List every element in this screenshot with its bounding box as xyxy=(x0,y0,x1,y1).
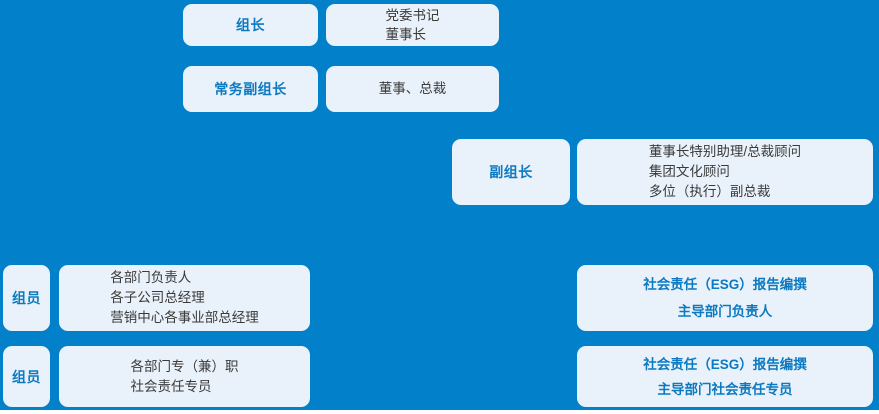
node-exec-deputy-role: 常务副组长 xyxy=(183,66,318,112)
node-member1-role-label: 组员 xyxy=(12,290,41,306)
esg1-line: 社会责任（ESG）报告编撰 xyxy=(643,277,807,292)
node-leader-desc: 党委书记 董事长 xyxy=(326,4,499,46)
deputy-desc-line: 多位（执行）副总裁 xyxy=(648,184,771,199)
node-member2-role-label: 组员 xyxy=(12,368,41,385)
leader-desc-line: 党委书记 xyxy=(385,8,440,23)
esg1-line: 主导部门负责人 xyxy=(677,304,773,319)
esg2-line: 社会责任（ESG）报告编撰 xyxy=(643,356,807,372)
node-deputy-role-label: 副组长 xyxy=(489,164,533,180)
member1-desc-line: 各子公司总经理 xyxy=(110,290,205,305)
node-esg-lead-dept-specialist: 社会责任（ESG）报告编撰 主导部门社会责任专员 xyxy=(577,346,873,407)
member1-desc-line: 各部门负责人 xyxy=(110,270,192,285)
deputy-desc-line: 董事长特别助理/总裁顾问 xyxy=(648,144,802,159)
exec-deputy-desc-line: 董事、总裁 xyxy=(378,81,447,96)
node-member2-desc: 各部门专（兼）职 社会责任专员 xyxy=(59,346,310,407)
node-member1-role: 组员 xyxy=(3,265,50,331)
node-member2-role: 组员 xyxy=(3,346,50,407)
node-leader-role: 组长 xyxy=(183,4,318,46)
node-exec-deputy-desc: 董事、总裁 xyxy=(326,66,499,112)
node-deputy-desc: 董事长特别助理/总裁顾问 集团文化顾问 多位（执行）副总裁 xyxy=(577,139,873,205)
esg2-line: 主导部门社会责任专员 xyxy=(657,381,793,397)
deputy-desc-line: 集团文化顾问 xyxy=(648,164,730,179)
member1-desc-line: 营销中心各事业部总经理 xyxy=(110,310,259,325)
leader-desc-line: 董事长 xyxy=(385,27,427,42)
node-deputy-role: 副组长 xyxy=(452,139,570,205)
member2-desc-line: 社会责任专员 xyxy=(130,378,212,394)
node-esg-lead-dept-head: 社会责任（ESG）报告编撰 主导部门负责人 xyxy=(577,265,873,331)
member2-desc-line: 各部门专（兼）职 xyxy=(130,358,239,374)
node-leader-role-label: 组长 xyxy=(236,17,265,33)
node-exec-deputy-role-label: 常务副组长 xyxy=(214,81,287,97)
node-member1-desc: 各部门负责人 各子公司总经理 营销中心各事业部总经理 xyxy=(59,265,310,331)
